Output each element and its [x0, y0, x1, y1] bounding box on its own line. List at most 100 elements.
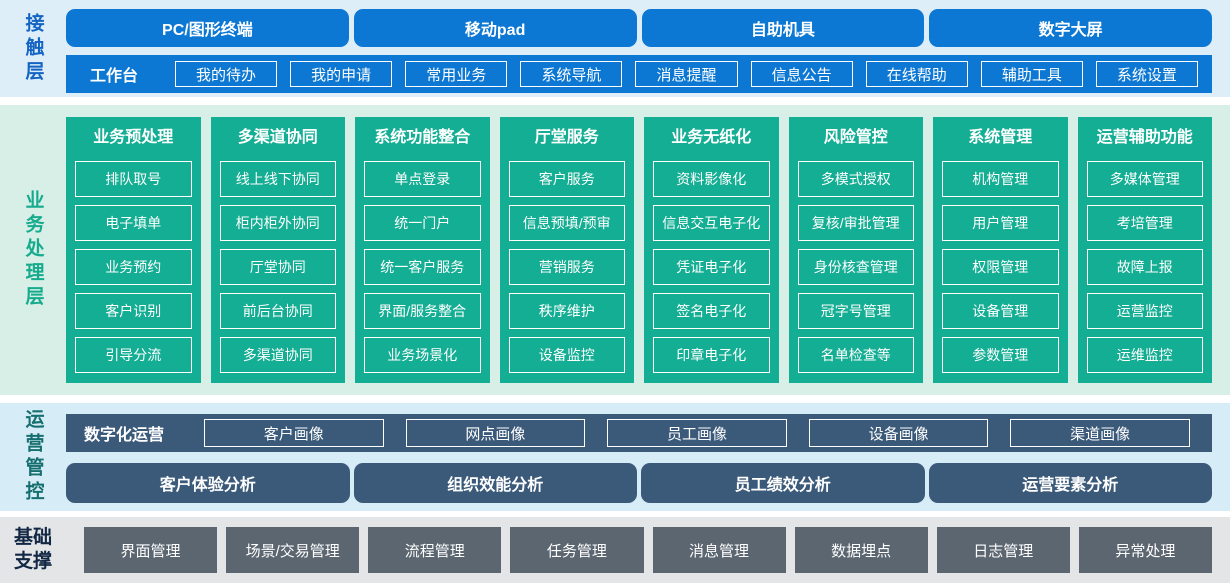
workbench-item-info-announcement[interactable]: 信息公告	[750, 61, 853, 87]
contact-layer-band: 接触层 PC/图形终端 移动pad 自助机具 数字大屏 工作台 我的待办 我的申…	[0, 0, 1230, 97]
workbench-item-auxiliary-tools[interactable]: 辅助工具	[980, 61, 1083, 87]
biz-item-unified-customer-service[interactable]: 统一客户服务	[364, 249, 481, 285]
column-title: 厅堂服务	[534, 129, 599, 146]
biz-item-maintenance-monitoring[interactable]: 运维监控	[1086, 337, 1203, 373]
terminal-mobile-pad[interactable]: 移动pad	[353, 9, 637, 47]
foundation-ui-mgmt[interactable]: 界面管理	[84, 527, 218, 573]
biz-item-multimode-authorization[interactable]: 多模式授权	[797, 161, 914, 197]
column-risk-control: 风险管控 多模式授权 复核/审批管理 身份核查管理 冠字号管理 名单检查等	[788, 117, 923, 383]
biz-item-device-monitoring[interactable]: 设备监控	[508, 337, 625, 373]
foundation-log-mgmt[interactable]: 日志管理	[936, 527, 1070, 573]
column-title: 业务预处理	[93, 129, 174, 146]
analysis-customer-experience[interactable]: 客户体验分析	[66, 463, 350, 503]
biz-item-parameter-mgmt[interactable]: 参数管理	[942, 337, 1059, 373]
contact-layer-content: PC/图形终端 移动pad 自助机具 数字大屏 工作台 我的待办 我的申请 常用…	[66, 0, 1230, 97]
terminal-pc-graphic[interactable]: PC/图形终端	[66, 9, 349, 47]
terminal-self-service[interactable]: 自助机具	[641, 9, 925, 47]
portrait-device[interactable]: 设备画像	[808, 419, 989, 447]
analysis-employee-performance[interactable]: 员工绩效分析	[641, 463, 925, 503]
biz-item-fault-reporting[interactable]: 故障上报	[1086, 249, 1203, 285]
biz-item-business-appointment[interactable]: 业务预约	[75, 249, 192, 285]
column-operation-auxiliary: 运营辅助功能 多媒体管理 考培管理 故障上报 运营监控 运维监控	[1077, 117, 1212, 383]
foundation-exception-handling[interactable]: 异常处理	[1078, 527, 1212, 573]
biz-item-customer-service[interactable]: 客户服务	[508, 161, 625, 197]
workbench-item-online-help[interactable]: 在线帮助	[865, 61, 968, 87]
operations-layer-band: 运营管控 数字化运营 客户画像 网点画像 员工画像 设备画像 渠道画像 客户体验…	[0, 403, 1230, 511]
portrait-customer[interactable]: 客户画像	[204, 419, 384, 447]
portrait-channel[interactable]: 渠道画像	[1010, 419, 1190, 447]
column-business-preprocessing: 业务预处理 排队取号 电子填单 业务预约 客户识别 引导分流	[66, 117, 201, 383]
biz-item-electronic-signature[interactable]: 签名电子化	[653, 293, 770, 329]
workbench-item-system-navigation[interactable]: 系统导航	[520, 61, 623, 87]
workbench-bar: 工作台 我的待办 我的申请 常用业务 系统导航 消息提醒 信息公告 在线帮助 辅…	[66, 55, 1212, 93]
column-lobby-service: 厅堂服务 客户服务 信息预填/预审 营销服务 秩序维护 设备监控	[499, 117, 634, 383]
column-title: 业务无纸化	[671, 129, 752, 146]
column-title: 风险管控	[823, 129, 888, 146]
biz-item-order-maintenance[interactable]: 秩序维护	[508, 293, 625, 329]
column-title: 系统功能整合	[374, 129, 471, 146]
biz-item-marketing-service[interactable]: 营销服务	[508, 249, 625, 285]
business-layer-label-wrap: 业务处理层	[0, 105, 66, 395]
biz-item-info-prefill-preaudit[interactable]: 信息预填/预审	[508, 205, 625, 241]
portrait-branch[interactable]: 网点画像	[405, 419, 586, 447]
terminal-digital-screen[interactable]: 数字大屏	[929, 9, 1212, 47]
operations-layer-label: 运营管控	[22, 409, 44, 505]
workbench-item-my-applications[interactable]: 我的申请	[290, 61, 393, 87]
operations-layer-content: 数字化运营 客户画像 网点画像 员工画像 设备画像 渠道画像 客户体验分析 组织…	[66, 403, 1230, 511]
column-system-management: 系统管理 机构管理 用户管理 权限管理 设备管理 参数管理	[933, 117, 1068, 383]
portrait-employee[interactable]: 员工画像	[607, 419, 787, 447]
biz-item-list-checking[interactable]: 名单检查等	[797, 337, 914, 373]
digital-operation-label: 数字化运营	[83, 427, 164, 444]
biz-item-organization-mgmt[interactable]: 机构管理	[942, 161, 1059, 197]
biz-item-lobby-collab[interactable]: 厅堂协同	[219, 249, 336, 285]
biz-item-ui-service-integration[interactable]: 界面/服务整合	[364, 293, 481, 329]
biz-item-electronic-seal[interactable]: 印章电子化	[653, 337, 770, 373]
foundation-data-tracking[interactable]: 数据埋点	[794, 527, 928, 573]
analysis-organization-efficiency[interactable]: 组织效能分析	[353, 463, 637, 503]
digital-operation-bar: 数字化运营 客户画像 网点画像 员工画像 设备画像 渠道画像	[66, 414, 1212, 452]
biz-item-multichannel-collab[interactable]: 多渠道协同	[219, 337, 336, 373]
business-layer-label: 业务处理层	[22, 190, 44, 310]
workbench-item-system-settings[interactable]: 系统设置	[1095, 61, 1198, 87]
biz-item-document-imaging[interactable]: 资料影像化	[653, 161, 770, 197]
workbench-item-message-reminder[interactable]: 消息提醒	[635, 61, 738, 87]
biz-item-identity-verification-mgmt[interactable]: 身份核查管理	[797, 249, 914, 285]
analysis-operation-elements[interactable]: 运营要素分析	[928, 463, 1212, 503]
biz-item-review-approval-mgmt[interactable]: 复核/审批管理	[797, 205, 914, 241]
biz-item-single-sign-on[interactable]: 单点登录	[364, 161, 481, 197]
biz-item-operation-monitoring[interactable]: 运营监控	[1086, 293, 1203, 329]
biz-item-device-mgmt[interactable]: 设备管理	[942, 293, 1059, 329]
workbench-item-common-business[interactable]: 常用业务	[405, 61, 508, 87]
analysis-row: 客户体验分析 组织效能分析 员工绩效分析 运营要素分析	[66, 463, 1212, 503]
biz-item-serial-number-mgmt[interactable]: 冠字号管理	[797, 293, 914, 329]
biz-item-customer-identification[interactable]: 客户识别	[75, 293, 192, 329]
biz-item-electronic-voucher[interactable]: 凭证电子化	[653, 249, 770, 285]
foundation-process-mgmt[interactable]: 流程管理	[368, 527, 502, 573]
column-paperless-business: 业务无纸化 资料影像化 信息交互电子化 凭证电子化 签名电子化 印章电子化	[644, 117, 779, 383]
column-multichannel-collaboration: 多渠道协同 线上线下协同 柜内柜外协同 厅堂协同 前后台协同 多渠道协同	[210, 117, 345, 383]
biz-item-inside-outside-counter-collab[interactable]: 柜内柜外协同	[219, 205, 336, 241]
biz-item-multimedia-mgmt[interactable]: 多媒体管理	[1086, 161, 1203, 197]
foundation-layer-label: 基础支撑	[13, 527, 52, 572]
biz-item-business-scenario[interactable]: 业务场景化	[364, 337, 481, 373]
workbench-item-my-todo[interactable]: 我的待办	[175, 61, 278, 87]
contact-layer-label: 接触层	[22, 12, 44, 85]
foundation-layer-label-wrap: 基础支撑	[0, 517, 66, 583]
business-layer-content: 业务预处理 排队取号 电子填单 业务预约 客户识别 引导分流 多渠道协同 线上线…	[66, 105, 1230, 395]
biz-item-online-offline-collab[interactable]: 线上线下协同	[219, 161, 336, 197]
operations-layer-label-wrap: 运营管控	[0, 403, 66, 511]
biz-item-training-mgmt[interactable]: 考培管理	[1086, 205, 1203, 241]
biz-item-guided-diversion[interactable]: 引导分流	[75, 337, 192, 373]
foundation-task-mgmt[interactable]: 任务管理	[510, 527, 644, 573]
foundation-scenario-transaction-mgmt[interactable]: 场景/交易管理	[226, 527, 360, 573]
biz-item-queue-number[interactable]: 排队取号	[75, 161, 192, 197]
biz-item-permission-mgmt[interactable]: 权限管理	[942, 249, 1059, 285]
biz-item-electronic-info-exchange[interactable]: 信息交互电子化	[653, 205, 770, 241]
business-layer-band: 业务处理层 业务预处理 排队取号 电子填单 业务预约 客户识别 引导分流 多渠道…	[0, 105, 1230, 395]
biz-item-electronic-form[interactable]: 电子填单	[75, 205, 192, 241]
biz-item-unified-portal[interactable]: 统一门户	[364, 205, 481, 241]
foundation-message-mgmt[interactable]: 消息管理	[652, 527, 786, 573]
biz-item-user-mgmt[interactable]: 用户管理	[942, 205, 1059, 241]
biz-item-front-back-office-collab[interactable]: 前后台协同	[219, 293, 336, 329]
